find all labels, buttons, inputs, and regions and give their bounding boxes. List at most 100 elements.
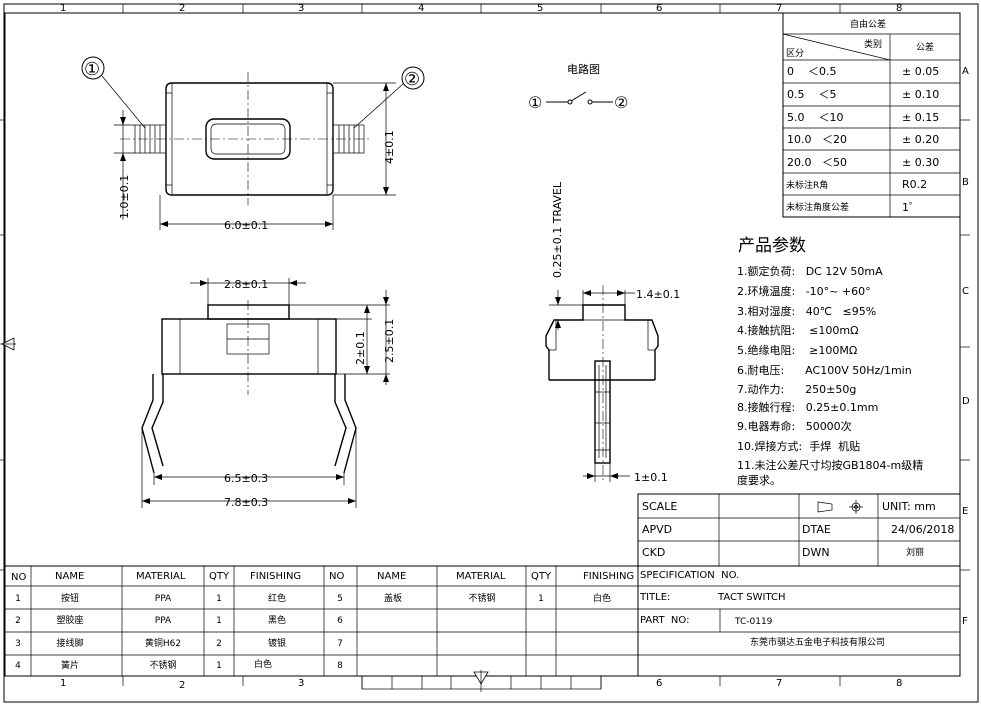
unit-label: UNIT: mm — [882, 500, 936, 513]
bom-right-no: 7 — [337, 639, 343, 649]
bom-left-material: PPA — [155, 594, 172, 604]
bom-left-no: 1 — [15, 594, 21, 604]
bom-header-finishing: FINISHING — [250, 571, 301, 582]
product-params: 产品参数 1.额定负荷: DC 12V 50mA 2.环境温度: -10°~ +… — [737, 236, 923, 487]
tolerance-value-1: ± 0.05 — [902, 65, 939, 78]
bom-right-no: 8 — [337, 661, 343, 671]
bom-header-material-2: MATERIAL — [456, 571, 506, 582]
top-ruler-6: 6 — [656, 3, 662, 14]
bom-left-qty: 1 — [216, 616, 222, 626]
bom-header-name-2: NAME — [377, 571, 406, 582]
apvd-label: APVD — [642, 523, 672, 536]
tolerance-col-category: 类别 — [864, 38, 882, 50]
scale-label: SCALE — [642, 500, 677, 513]
top-ruler-1: 1 — [60, 3, 66, 14]
bom-header-qty-2: QTY — [531, 571, 552, 582]
bom-right-material: 不锈钢 — [468, 592, 495, 604]
tolerance-angle-value: 1゜ — [902, 201, 920, 214]
bom-left-finish: 黑色 — [268, 614, 286, 626]
bom-left-name: 塑胶座 — [56, 614, 83, 626]
dim-side-pin: 1±0.1 — [634, 471, 668, 484]
callout-1: ① — [84, 59, 100, 80]
callout-2: ② — [404, 69, 420, 90]
side-view: 0.25±0.1 TRAVEL 1.4±0.1 1±0.1 — [545, 181, 680, 484]
bom-left-name: 接线脚 — [56, 637, 83, 649]
bom-left-finish: 红色 — [268, 592, 286, 604]
tolerance-angle-label: 未标注角度公差 — [786, 201, 849, 213]
bottom-ruler-8: 8 — [896, 678, 902, 689]
date-label: DTAE — [802, 523, 831, 536]
tolerance-col-range: 区分 — [786, 48, 804, 59]
bom-header-no-2: NO — [329, 571, 344, 582]
right-ruler-b: B — [962, 177, 969, 188]
dwn-label: DWN — [802, 546, 830, 559]
circuit-diagram: 电路图 ① ② — [528, 63, 628, 112]
bom-left-no: 3 — [15, 639, 21, 649]
bom-left-material: 黄铜H62 — [145, 637, 181, 649]
bom-header-name: NAME — [55, 571, 84, 582]
right-ruler — [960, 119, 970, 571]
tolerance-title: 自由公差 — [850, 18, 886, 30]
dim-body-height: 2.5±0.1 — [383, 319, 396, 363]
tolerance-range-2: 0.5 ＜5 — [787, 88, 836, 101]
param-line-3: 3.相对湿度: 40℃ ≤95% — [737, 304, 876, 318]
dim-travel: 0.25±0.1 TRAVEL — [551, 181, 564, 278]
tolerance-value-4: ± 0.20 — [902, 133, 939, 146]
bom-right-no: 5 — [337, 594, 343, 604]
top-ruler — [122, 4, 841, 13]
bom-left-finish: 白色 — [254, 658, 272, 670]
dim-side-top: 1.4±0.1 — [636, 288, 680, 301]
top-ruler-5: 5 — [537, 3, 543, 14]
left-ruler — [0, 119, 16, 571]
bottom-ruler-2: 2 — [179, 680, 185, 691]
tolerance-range-3: 5.0 ＜10 — [787, 111, 843, 124]
tolerance-r-value: R0.2 — [902, 178, 927, 191]
bom-left-name: 簧片 — [61, 659, 79, 671]
bom-table — [5, 565, 960, 676]
circuit-node-2: ② — [614, 93, 628, 112]
param-line-1: 1.额定负荷: DC 12V 50mA — [737, 264, 883, 278]
bom-header-no: NO — [11, 572, 26, 583]
param-line-10: 10.焊接方式: 手焊 机贴 — [737, 439, 860, 453]
params-title: 产品参数 — [738, 236, 806, 256]
outer-border — [3, 3, 979, 703]
tolerance-range-5: 20.0 ＜50 — [787, 156, 847, 169]
part-label: PART NO: — [640, 615, 689, 626]
param-line-4: 4.接触抗阻: ≤100mΩ — [737, 323, 859, 337]
bom-left-finish: 镀银 — [268, 637, 286, 649]
bom-right-no: 6 — [337, 616, 343, 626]
top-ruler-3: 3 — [298, 3, 304, 14]
dim-actuator-width: 2.8±0.1 — [224, 278, 268, 291]
bom-left-qty: 1 — [216, 594, 222, 604]
bom-right-finish: 白色 — [593, 592, 611, 604]
param-line-9: 9.电器寿命: 50000次 — [737, 419, 852, 433]
param-line-5: 5.绝缘电阻: ≥100MΩ — [737, 343, 857, 357]
top-ruler-4: 4 — [418, 3, 424, 14]
right-ruler-a: A — [962, 66, 969, 77]
tolerance-table — [782, 12, 961, 218]
dim-pin-span-outer: 7.8±0.3 — [224, 496, 268, 509]
tolerance-value-2: ± 0.10 — [902, 88, 939, 101]
bom-left-no: 4 — [15, 661, 21, 671]
tolerance-r-label: 未标注R角 — [786, 179, 828, 191]
bom-left-name: 按钮 — [61, 592, 79, 604]
param-line-12: 度要求。 — [737, 473, 781, 487]
right-ruler-f: F — [962, 616, 968, 627]
tolerance-value-3: ± 0.15 — [902, 111, 939, 124]
bom-right-qty: 1 — [538, 594, 544, 604]
param-line-6: 6.耐电压: AC100V 50Hz/1min — [737, 364, 912, 377]
bom-header-qty: QTY — [209, 571, 230, 582]
circuit-title: 电路图 — [567, 63, 600, 76]
bom-left-qty: 2 — [216, 639, 222, 649]
dim-pin-span-inner: 6.5±0.3 — [224, 472, 268, 485]
top-ruler-7: 7 — [776, 3, 782, 14]
circuit-node-1: ① — [528, 93, 542, 112]
bom-left-material: 不锈钢 — [149, 659, 176, 671]
company-name: 东莞市骐达五金电子科技有限公司 — [750, 636, 885, 648]
top-ruler-8: 8 — [896, 3, 902, 14]
front-view: 2.8±0.1 2±0.1 2.5±0.1 6.5±0.3 7.8±0.3 — [141, 278, 396, 509]
bottom-ruler-6: 6 — [656, 678, 662, 689]
param-line-8: 8.接触行程: 0.25±0.1mm — [737, 400, 878, 414]
ckd-label: CKD — [642, 546, 665, 559]
